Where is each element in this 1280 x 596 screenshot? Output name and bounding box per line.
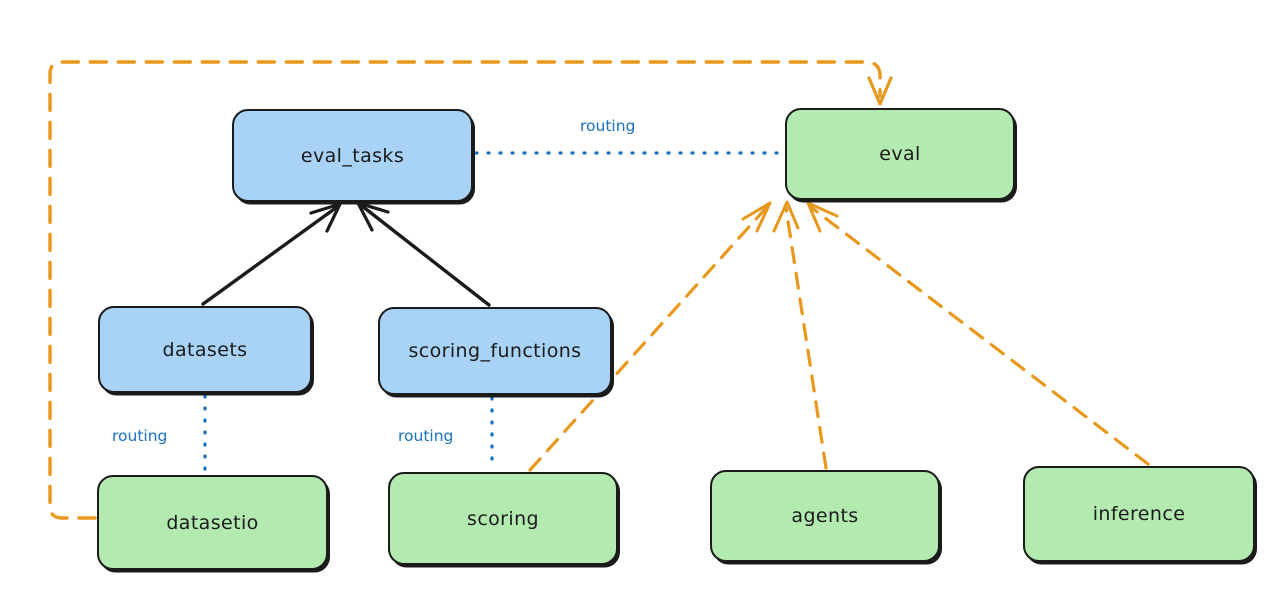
- node-label-eval: eval: [879, 143, 921, 165]
- edge-inference-to-eval: [806, 201, 1150, 466]
- node-label-datasets: datasets: [162, 338, 248, 361]
- node-label-scoring: scoring: [467, 507, 539, 530]
- node-label-eval_tasks: eval_tasks: [300, 144, 405, 167]
- node-eval[interactable]: eval: [785, 108, 1015, 200]
- node-inference[interactable]: inference: [1023, 466, 1255, 562]
- edge-datasetio-to-eval: [48, 60, 893, 520]
- node-datasets[interactable]: datasets: [98, 306, 312, 393]
- node-label-scoring_functions: scoring_functions: [408, 340, 582, 362]
- node-label-inference: inference: [1092, 503, 1186, 525]
- edge-label-routing-eval_tasks-eval: routing: [580, 117, 636, 135]
- edge-scoring_functions-to-eval_tasks: [356, 201, 491, 307]
- node-agents[interactable]: agents: [710, 470, 940, 562]
- node-scoring_functions[interactable]: scoring_functions: [378, 307, 612, 395]
- edge-scoring-to-eval: [528, 201, 772, 472]
- edge-label-routing-scoring_functions-scoring: routing: [398, 427, 454, 445]
- edge-datasets-to-eval_tasks: [201, 202, 342, 306]
- node-label-agents: agents: [791, 505, 859, 527]
- node-label-datasetio: datasetio: [166, 511, 259, 534]
- node-datasetio[interactable]: datasetio: [97, 475, 328, 570]
- node-scoring[interactable]: scoring: [388, 472, 618, 565]
- node-eval_tasks[interactable]: eval_tasks: [232, 109, 473, 202]
- edge-label-routing-datasets-datasetio: routing: [112, 427, 168, 445]
- edge-agents-to-eval: [772, 200, 828, 470]
